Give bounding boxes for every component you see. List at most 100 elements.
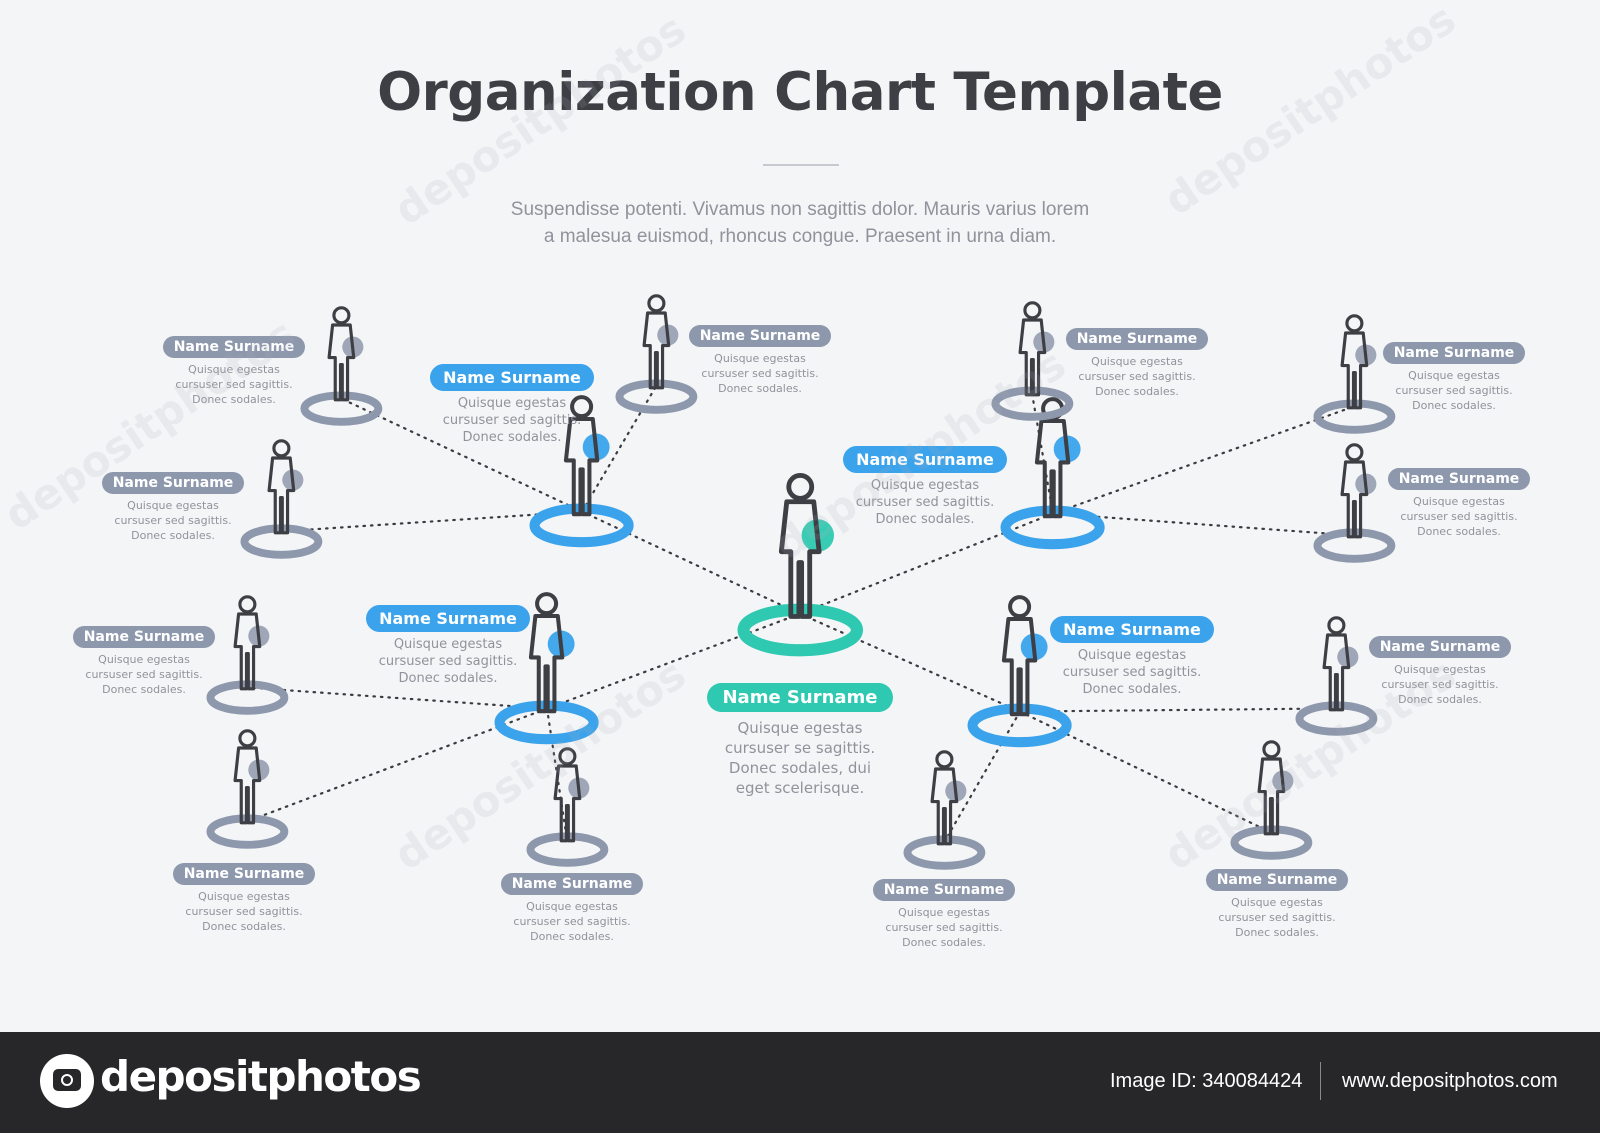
connector-m_tr-s6 xyxy=(1051,512,1356,537)
description-line: Quisque egestas xyxy=(98,653,190,666)
description-line: Donec sodales. xyxy=(131,529,215,542)
org-node-staff[interactable] xyxy=(1223,737,1320,861)
image-id: Image ID: 340084424 xyxy=(1110,1070,1303,1092)
description-line: cursuser sed sagittis. xyxy=(1218,911,1336,924)
person-icon xyxy=(240,439,322,560)
org-node-staff[interactable] xyxy=(984,298,1081,422)
person-icon xyxy=(206,729,288,850)
description-line: Donec sodales. xyxy=(875,512,975,527)
person-icon xyxy=(206,595,288,716)
description-line: Donec sodales. xyxy=(1417,525,1501,538)
connector-ceo-m_bl xyxy=(545,612,802,710)
subtitle-line-2: a malesua euismod, rhoncus congue. Praes… xyxy=(543,226,1057,247)
node-description: Quisque egestas cursuser sed sagittis. Don… xyxy=(462,899,682,944)
org-node-staff[interactable] xyxy=(199,726,296,850)
description-line: Donec sodales. xyxy=(1082,682,1182,697)
description-line: Donec sodales. xyxy=(530,930,614,943)
name-badge: Name Surname xyxy=(1387,468,1531,490)
description-line: Quisque egestas xyxy=(1091,355,1183,368)
description-line: cursuser sed sagittis. xyxy=(442,413,582,428)
footer-url-link[interactable]: www.depositphotos.com xyxy=(1342,1070,1558,1092)
page-subtitle: Suspendisse potenti. Vivamus non sagitti… xyxy=(440,196,1160,250)
name-badge: Name Surname xyxy=(872,879,1016,901)
org-node-staff[interactable] xyxy=(199,592,296,716)
description-line: cursuser sed sagittis. xyxy=(513,915,631,928)
org-node-middle[interactable] xyxy=(520,391,643,547)
footer-brand[interactable]: depositphotos xyxy=(100,1052,422,1101)
description-line: cursuser sed sagittis. xyxy=(185,905,303,918)
org-node-staff[interactable] xyxy=(1288,613,1385,737)
description-line: Quisque egestas xyxy=(1394,663,1486,676)
connector-m_tl-s2 xyxy=(279,510,584,533)
node-description: Quisque egestas cursuser sed sagittis. Don… xyxy=(1022,647,1242,698)
person-icon xyxy=(903,750,985,871)
description-line: Donec sodales. xyxy=(398,671,498,686)
subtitle-line-1: Suspendisse potenti. Vivamus non sagitti… xyxy=(510,199,1090,220)
name-badge: Name Surname xyxy=(430,364,594,391)
person-icon xyxy=(300,306,382,427)
description-line: Quisque egestas xyxy=(870,478,980,493)
name-badge: Name Surname xyxy=(1382,342,1526,364)
title-divider xyxy=(763,164,839,166)
description-line: Quisque egestas xyxy=(737,719,863,737)
description-line: Quisque egestas xyxy=(526,900,618,913)
person-icon xyxy=(737,472,863,657)
description-line: Quisque egestas xyxy=(1077,648,1187,663)
connector-m_tl-s1 xyxy=(339,397,584,513)
description-line: cursuser sed sagittis. xyxy=(175,378,293,391)
description-line: Quisque egestas xyxy=(198,890,290,903)
description-line: Donec sodales. xyxy=(1235,926,1319,939)
page-title: Organization Chart Template xyxy=(377,62,1223,123)
description-line: Quisque egestas xyxy=(898,906,990,919)
org-node-staff[interactable] xyxy=(293,303,390,427)
description-line: cursuser sed sagittis. xyxy=(1062,665,1202,680)
person-icon xyxy=(1313,314,1395,435)
footer-bar: depositphotos Image ID: 340084424 www.de… xyxy=(0,1032,1600,1133)
description-line: Quisque egestas xyxy=(1231,896,1323,909)
name-badge: Name Surname xyxy=(688,325,832,347)
description-line: Quisque egestas xyxy=(1413,495,1505,508)
connector-ceo-m_tl xyxy=(580,510,802,615)
description-line: cursuser sed sagittis. xyxy=(885,921,1003,934)
node-description: Quisque egestas cursuser sed sagittis. Don… xyxy=(1167,895,1387,940)
description-line: Donec sodales. xyxy=(462,430,562,445)
org-node-staff[interactable] xyxy=(233,436,330,560)
org-node-staff[interactable] xyxy=(519,744,616,868)
org-node-staff[interactable] xyxy=(1306,311,1403,435)
org-node-middle[interactable] xyxy=(485,588,608,744)
name-badge: Name Surname xyxy=(1065,328,1209,350)
description-line: Donec sodales. xyxy=(1412,399,1496,412)
description-line: cursuser sed sagittis. xyxy=(1395,384,1513,397)
description-line: cursuser sed sagittis. xyxy=(378,654,518,669)
infographic-canvas: Organization Chart Template Suspendisse … xyxy=(0,0,1564,950)
connector-m_tr-s5 xyxy=(1051,405,1356,515)
org-node-staff[interactable] xyxy=(1306,440,1403,564)
name-badge: Name Surname xyxy=(1050,616,1214,643)
org-node-staff[interactable] xyxy=(608,291,705,415)
org-node-top[interactable] xyxy=(726,468,875,657)
description-line: eget scelerisque. xyxy=(735,779,865,797)
name-badge: Name Surname xyxy=(707,683,893,712)
name-badge: Name Surname xyxy=(172,863,316,885)
org-node-middle[interactable] xyxy=(958,591,1081,747)
org-node-staff[interactable] xyxy=(896,747,993,871)
person-icon xyxy=(615,294,697,415)
description-line: Donec sodales. xyxy=(902,936,986,949)
